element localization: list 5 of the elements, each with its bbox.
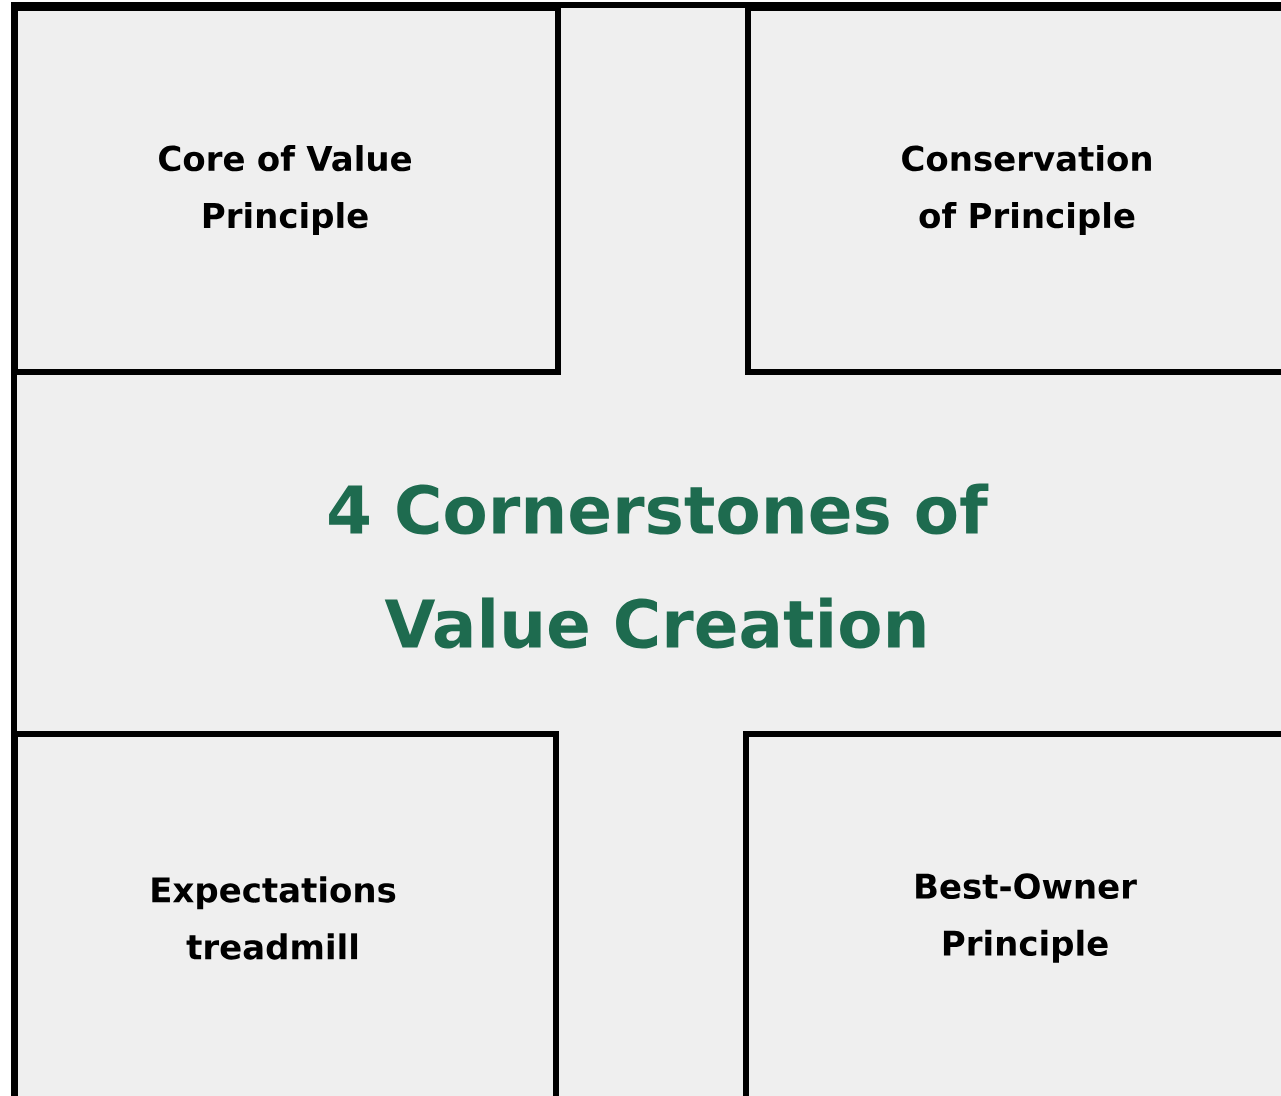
principle-box: Core of Value Principle [12, 5, 561, 375]
title: 4 Cornerstones of Value Creation [329, 483, 989, 649]
principle-box: Best-Owner Principle [743, 731, 1281, 1096]
principle-box: Conservation of Principle [745, 5, 1281, 375]
principle-box: Expectations treadmill [12, 731, 559, 1096]
